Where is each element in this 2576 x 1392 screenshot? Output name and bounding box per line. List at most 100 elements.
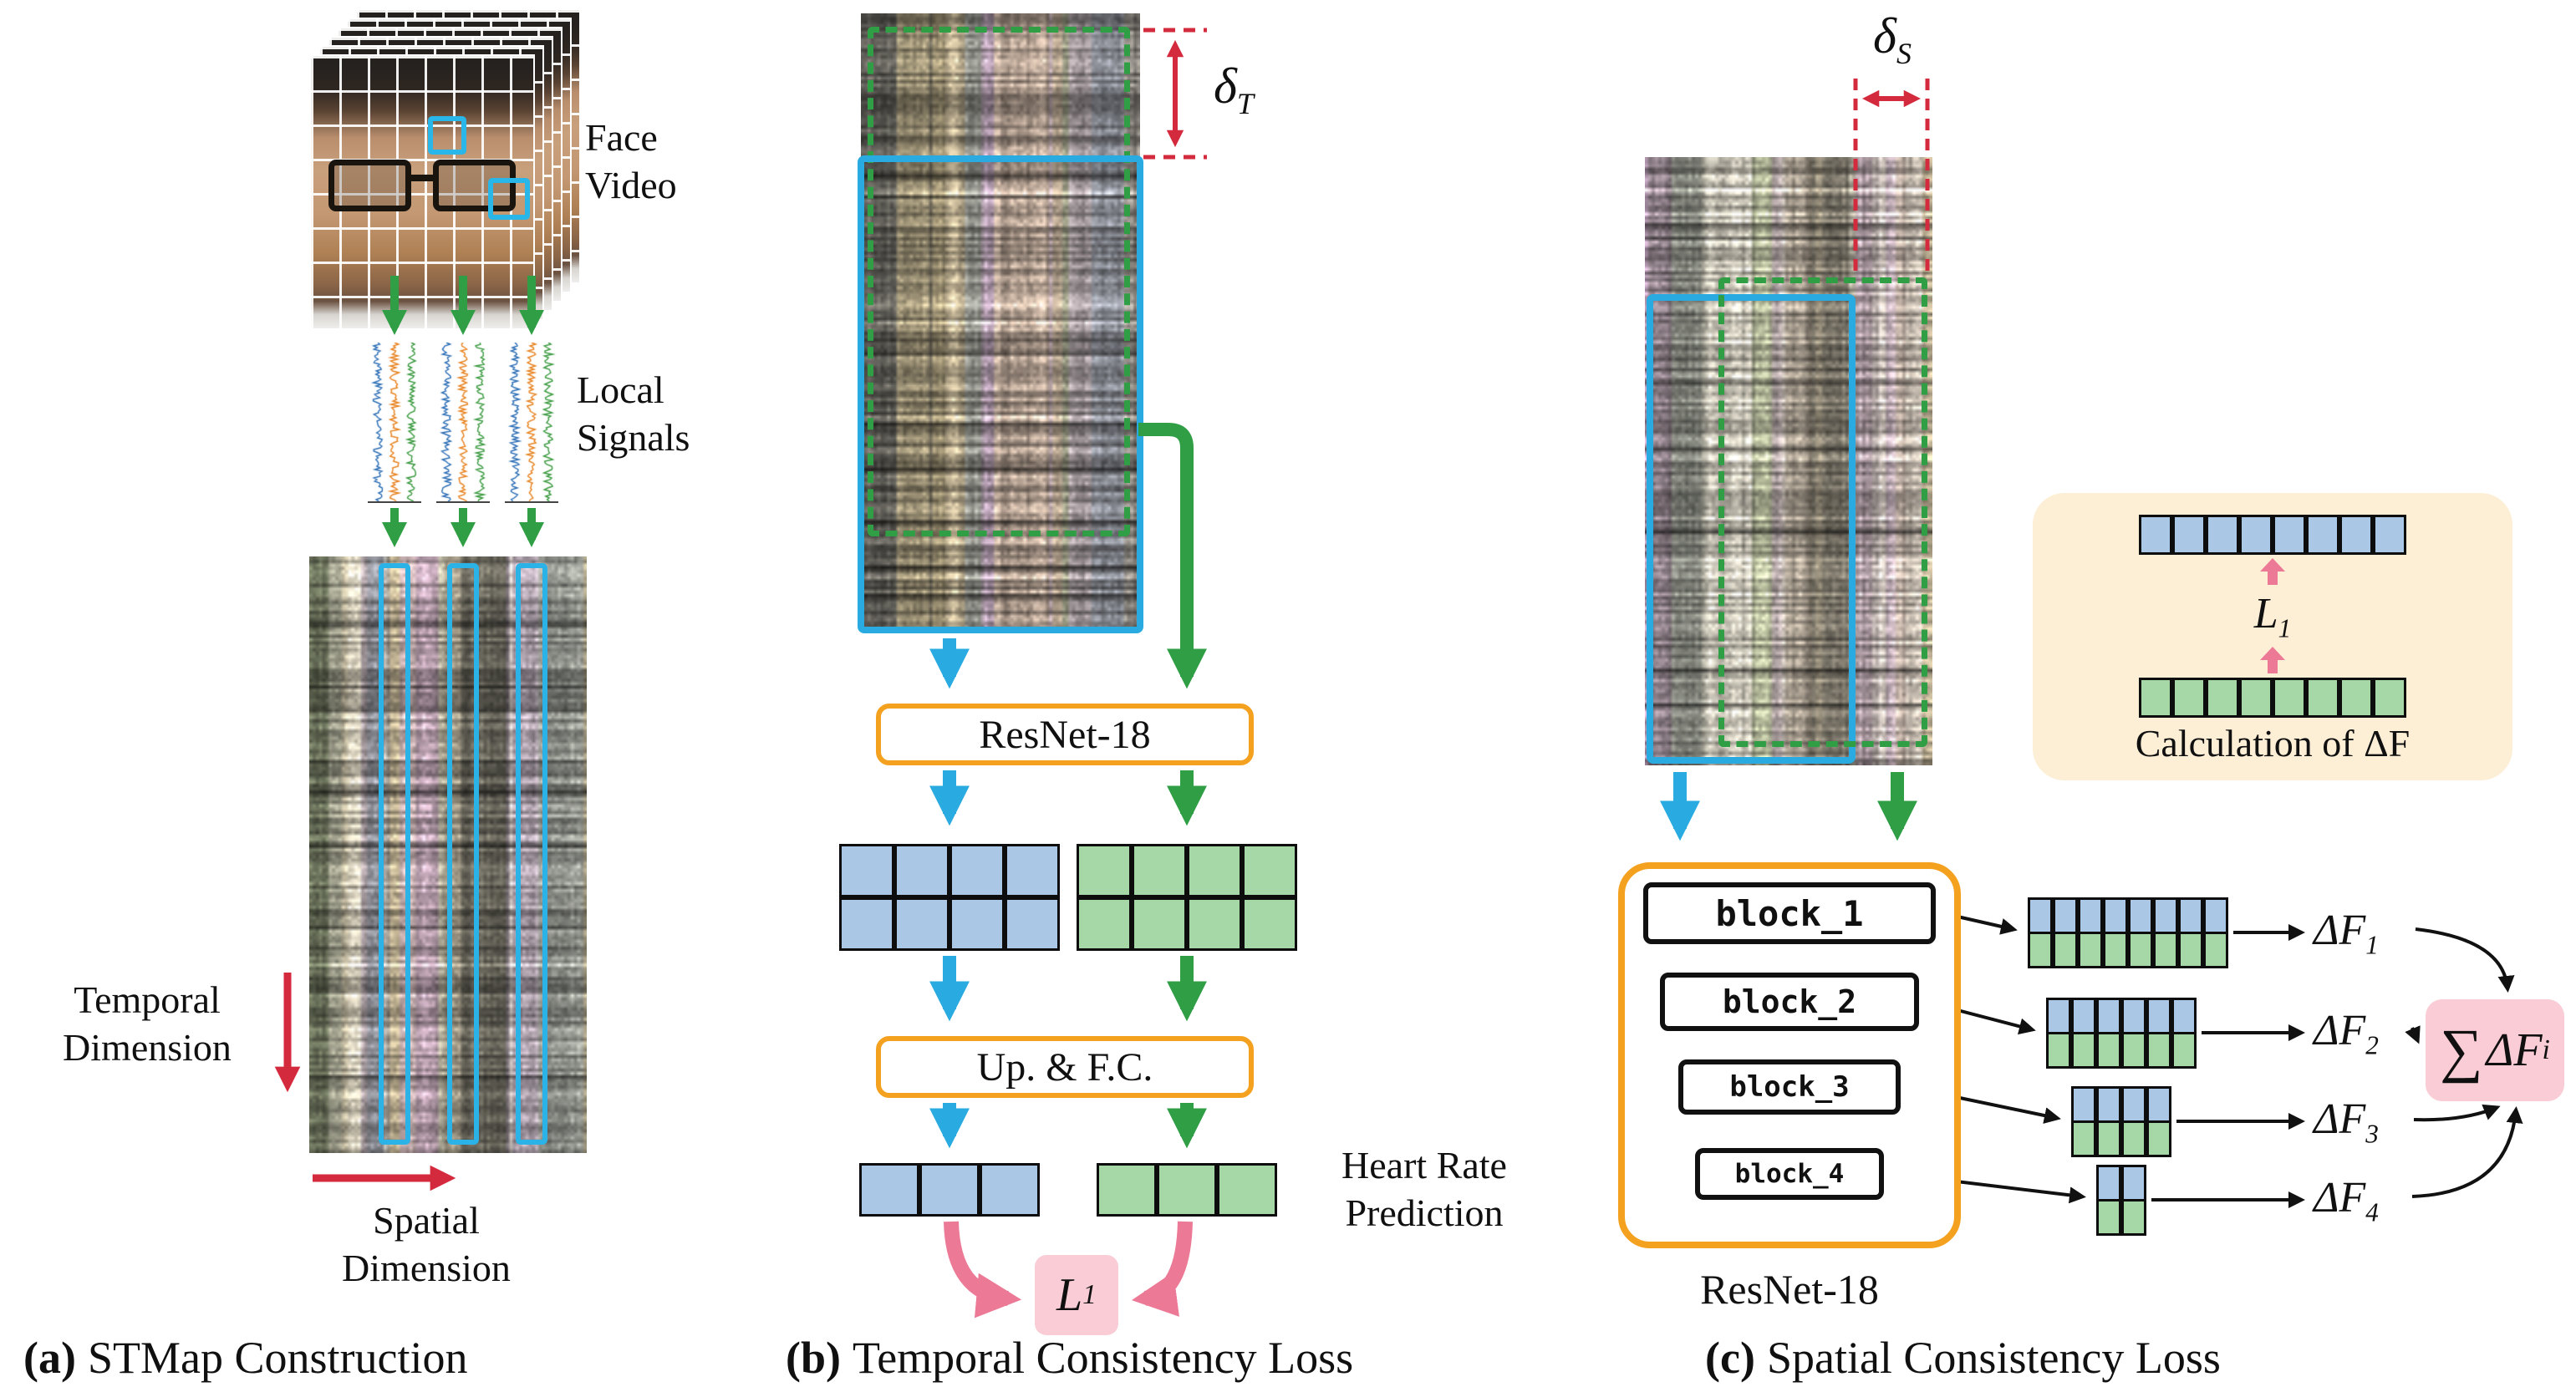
video-frame-front (309, 54, 535, 330)
cell (894, 897, 949, 951)
resnet18-box: ResNet-18 (876, 704, 1254, 765)
multiscale-feature-pair-2 (2046, 998, 2197, 1069)
cell (2053, 897, 2078, 934)
cell (2178, 932, 2203, 968)
cell (1187, 844, 1242, 897)
cell (1187, 897, 1242, 951)
cell (2096, 1120, 2121, 1157)
cell (2273, 677, 2306, 718)
cell (2306, 515, 2339, 555)
stmap-column-highlight (516, 563, 547, 1145)
delta-t-label: δT (1214, 58, 1254, 120)
cell (2046, 998, 2071, 1034)
arrow-pred-to-l1 (1131, 1221, 1193, 1317)
feature-row-anchor (2046, 998, 2197, 1034)
cell (2096, 1086, 2121, 1123)
signal-trace-canvas (436, 343, 490, 501)
multiscale-feature-pair-4 (2096, 1165, 2146, 1236)
cell (2121, 1086, 2146, 1123)
feature-row-anchor (2028, 897, 2228, 934)
cell (2146, 1120, 2171, 1157)
upfc-box: Up. & F.C. (876, 1036, 1254, 1098)
inset-row-anchor (2139, 515, 2406, 555)
multiscale-feature-pair-1 (2028, 897, 2228, 968)
cell (2273, 515, 2306, 555)
arrow-pred-to-l1 (944, 1221, 1022, 1318)
feature-row-anchor (2071, 1086, 2171, 1123)
roi-box (488, 178, 530, 220)
cell (2028, 897, 2053, 934)
cell (2121, 998, 2146, 1034)
glasses-lens (328, 159, 411, 211)
inset-row-shifted (2139, 677, 2406, 718)
caption-a: (a)STMap Construction (23, 1332, 467, 1384)
resnet18-label-c: ResNet-18 (1700, 1266, 1879, 1313)
block-3: block_3 (1678, 1059, 1901, 1115)
spatial-dimension-label: Spatial Dimension (342, 1199, 511, 1290)
deltaf-calculation-inset: L1 Calculation of ΔF (2033, 493, 2512, 780)
cell (2206, 515, 2239, 555)
cell (2121, 1199, 2146, 1236)
cell (2203, 897, 2228, 934)
feature-row-anchor (2096, 1165, 2146, 1201)
cell (2096, 1165, 2121, 1201)
delta-f3-label: ΔF3 (2314, 1095, 2379, 1149)
cell (2071, 1032, 2096, 1069)
cell (2121, 1032, 2146, 1069)
block-4: block_4 (1695, 1148, 1884, 1200)
caption-b-tag: (b) (786, 1333, 841, 1383)
cell (2339, 677, 2373, 718)
multiscale-feature-pair-3 (2071, 1086, 2171, 1157)
glasses-lens (433, 159, 516, 211)
cell (1242, 897, 1297, 951)
caption-b-text: Temporal Consistency Loss (853, 1333, 1354, 1383)
feature-row-shifted (2071, 1120, 2171, 1157)
cell (2028, 932, 2053, 968)
delta-f2-label: ΔF2 (2314, 1007, 2379, 1060)
caption-a-text: STMap Construction (87, 1333, 468, 1383)
cell (2172, 677, 2206, 718)
signal-trace-canvas (368, 343, 421, 501)
feature-row-shifted (2046, 1032, 2197, 1069)
temporal-dimension-label: Temporal Dimension (63, 978, 232, 1069)
cell (2239, 515, 2273, 555)
cell (2071, 1120, 2096, 1157)
cell (2096, 998, 2121, 1034)
local-signal-strip (505, 343, 558, 503)
cell (2053, 932, 2078, 968)
cell (859, 1163, 919, 1217)
cell (2153, 897, 2178, 934)
up-arrow-icon (2260, 558, 2285, 586)
caption-c: (c)Spatial Consistency Loss (1705, 1332, 2221, 1384)
signal-trace-canvas (505, 343, 558, 501)
cell (2178, 897, 2203, 934)
cell (2139, 677, 2172, 718)
cell (2139, 515, 2172, 555)
feature-row-shifted (2096, 1199, 2146, 1236)
caption-b: (b)Temporal Consistency Loss (786, 1332, 1353, 1384)
delta-f4-label: ΔF4 (2314, 1174, 2379, 1227)
cell (2046, 1032, 2071, 1069)
glasses (328, 159, 516, 211)
cell (2128, 897, 2153, 934)
feature-grid-shifted (1077, 844, 1297, 951)
cell (839, 897, 894, 951)
delta-f1-label: ΔF1 (2314, 907, 2379, 960)
prediction-row-anchor (859, 1163, 1040, 1217)
cell (2103, 932, 2128, 968)
cell (2071, 998, 2096, 1034)
caption-c-text: Spatial Consistency Loss (1766, 1333, 2221, 1383)
feature-row-shifted (2028, 932, 2228, 968)
block-2: block_2 (1660, 973, 1919, 1031)
cell (2373, 677, 2406, 718)
cell (2078, 932, 2103, 968)
cell (1242, 844, 1297, 897)
local-signals-label: Local Signals (577, 368, 690, 460)
anchor-window-temporal (858, 155, 1143, 633)
delta-s-label: δS (1873, 8, 1912, 70)
cell (1157, 1163, 1217, 1217)
cell (2071, 1086, 2096, 1123)
cell (2146, 998, 2171, 1034)
